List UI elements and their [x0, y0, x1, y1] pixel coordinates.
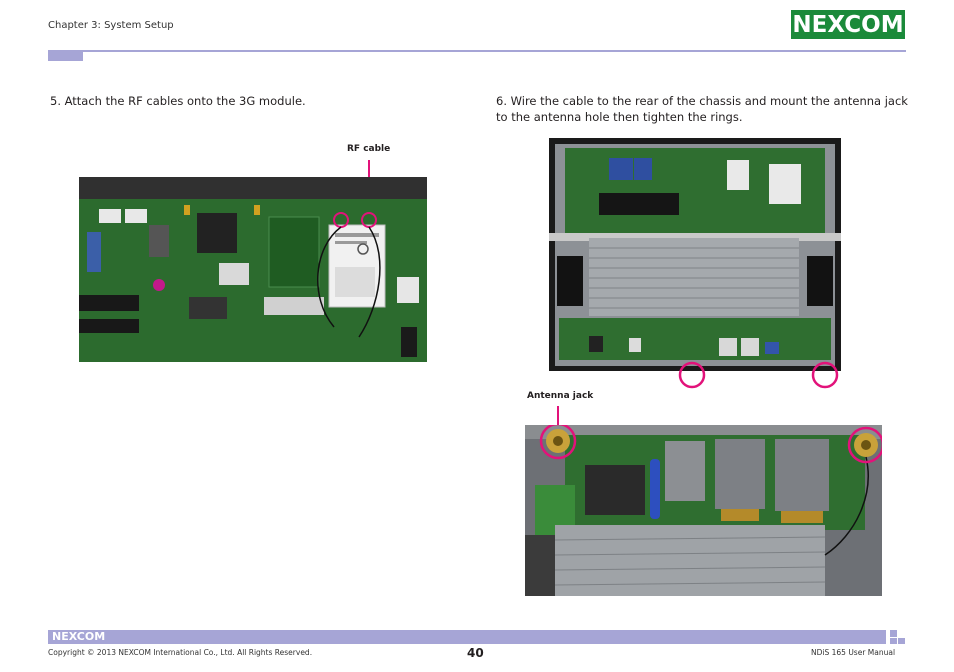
- photo-3g-module: [79, 177, 427, 362]
- footer-square: [890, 638, 897, 644]
- photo-chassis-art: [549, 138, 841, 371]
- footer-bar: [48, 630, 886, 644]
- antenna-jack-leader: [557, 406, 559, 426]
- footer-square: [890, 630, 897, 637]
- footer-logo: NEXCOM: [52, 630, 106, 643]
- photo-chassis: [549, 138, 841, 371]
- nexcom-logo: NEXCOM: [791, 10, 905, 39]
- chapter-title: Chapter 3: System Setup: [48, 20, 174, 31]
- antenna-hole-markers: [678, 361, 839, 389]
- logo-text: NEXCOM: [792, 11, 904, 38]
- photo-3g-module-art: [79, 177, 427, 362]
- photo-antenna-jack-art: [525, 425, 882, 596]
- antenna-jack-label: Antenna jack: [527, 391, 594, 401]
- step-6-text: 6. Wire the cable to the rear of the cha…: [496, 94, 908, 124]
- header-tab: [48, 50, 83, 61]
- photo-antenna-jack: [525, 425, 882, 596]
- rf-cable-label: RF cable: [347, 144, 391, 154]
- antenna-hole-marker-left: [678, 361, 706, 389]
- manual-title: NDiS 165 User Manual: [811, 648, 896, 657]
- step-5-text: 5. Attach the RF cables onto the 3G modu…: [50, 94, 306, 108]
- copyright-text: Copyright © 2013 NEXCOM International Co…: [48, 648, 313, 657]
- page-number: 40: [467, 646, 484, 660]
- header-rule: [83, 50, 906, 52]
- antenna-hole-marker-right: [811, 361, 839, 389]
- footer-square: [898, 638, 905, 644]
